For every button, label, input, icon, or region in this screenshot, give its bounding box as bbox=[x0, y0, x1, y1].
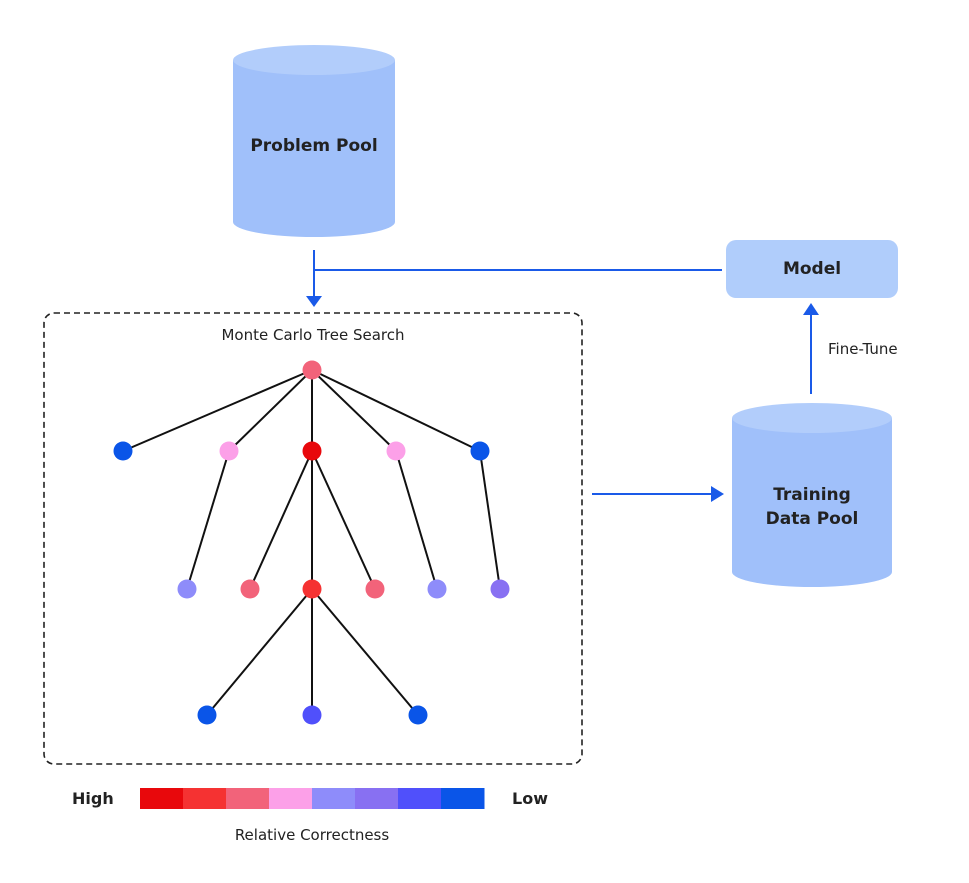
arrowhead-down bbox=[306, 296, 322, 307]
tree-edge bbox=[249, 450, 313, 590]
tree-edge bbox=[311, 588, 419, 716]
training-pool-body bbox=[732, 418, 892, 587]
legend-swatch bbox=[183, 788, 227, 809]
training-pool-label-line2: Data Pool bbox=[765, 509, 859, 529]
tree-node-e bbox=[470, 441, 490, 461]
legend-swatch bbox=[312, 788, 356, 809]
model-box bbox=[726, 240, 898, 298]
tree-edges bbox=[122, 369, 501, 716]
legend-swatch bbox=[441, 788, 485, 809]
problem-pool-top bbox=[233, 45, 395, 75]
problem-pool-label: Problem Pool bbox=[250, 136, 378, 156]
arrowhead-up bbox=[803, 303, 819, 315]
tree-node-b bbox=[219, 441, 239, 461]
tree-edge bbox=[311, 369, 397, 452]
tree-node-b1 bbox=[177, 579, 197, 599]
tree-edge bbox=[311, 369, 481, 452]
tree-edge bbox=[395, 450, 438, 590]
tree-node-root bbox=[302, 360, 322, 380]
tree-node-c3 bbox=[365, 579, 385, 599]
problem-pool-body bbox=[233, 60, 395, 237]
tree-node-c21 bbox=[197, 705, 217, 725]
mcts-title: Monte Carlo Tree Search bbox=[221, 326, 405, 344]
tree-node-a bbox=[113, 441, 133, 461]
fine-tune-label: Fine-Tune bbox=[828, 340, 898, 358]
tree-node-c22 bbox=[302, 705, 322, 725]
tree-edge bbox=[122, 369, 313, 452]
legend-caption: Relative Correctness bbox=[234, 826, 390, 844]
legend-low-label: Low bbox=[512, 789, 548, 808]
tree-node-c23 bbox=[408, 705, 428, 725]
arrows bbox=[306, 250, 819, 502]
training-pool-cylinder bbox=[732, 403, 892, 587]
arrowhead-right bbox=[711, 486, 724, 502]
legend-swatch bbox=[140, 788, 184, 809]
legend-swatch bbox=[269, 788, 313, 809]
tree-nodes bbox=[113, 360, 510, 725]
tree-edge bbox=[186, 450, 230, 590]
legend-high-label: High bbox=[72, 789, 114, 808]
model-label: Model bbox=[782, 259, 842, 279]
tree-node-d1 bbox=[427, 579, 447, 599]
tree-node-c2 bbox=[302, 579, 322, 599]
tree-node-c bbox=[302, 441, 322, 461]
problem-pool-cylinder bbox=[233, 45, 395, 237]
tree-node-c1 bbox=[240, 579, 260, 599]
tree-edge bbox=[311, 450, 376, 590]
training-pool-label-line1: Training bbox=[773, 485, 851, 505]
legend-color-scale bbox=[140, 788, 485, 809]
tree-edge bbox=[479, 450, 501, 590]
tree-edge bbox=[228, 369, 313, 452]
tree-node-e1 bbox=[490, 579, 510, 599]
tree-node-d bbox=[386, 441, 406, 461]
legend-swatch bbox=[355, 788, 399, 809]
training-pool-top bbox=[732, 403, 892, 433]
tree-edge bbox=[206, 588, 313, 716]
legend-swatch bbox=[398, 788, 442, 809]
legend-swatch bbox=[226, 788, 270, 809]
